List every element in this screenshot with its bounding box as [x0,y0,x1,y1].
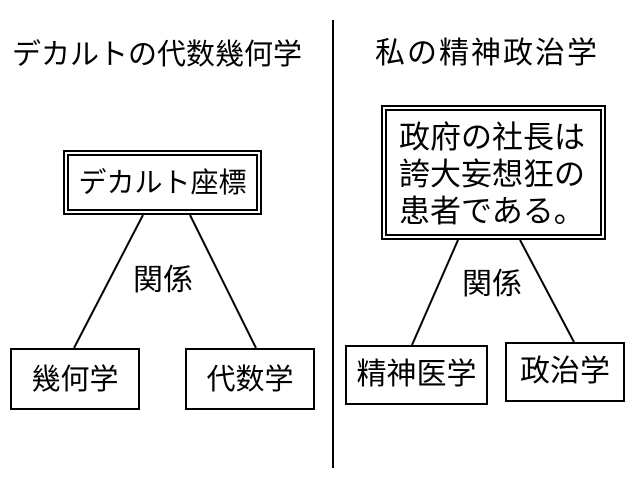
left-connector-to-algebra [189,214,257,349]
right-root-box: 政府の社長は 誇大妄想狂の 患者である。 [381,105,606,240]
right-root-line-2: 誇大妄想狂の [399,157,585,193]
right-child-box-psychiatry: 精神医学 [345,345,488,405]
left-child-label-geometry: 幾何学 [31,361,119,396]
right-root-line-1: 政府の社長は [399,120,585,156]
right-child-box-politics: 政治学 [505,342,625,402]
right-child-label-psychiatry: 精神医学 [356,357,477,392]
right-root-line-3: 患者である。 [399,194,585,230]
left-root-box: デカルト座標 [63,150,262,215]
right-child-label-politics: 政治学 [520,354,610,389]
left-child-box-algebra: 代数学 [185,348,315,410]
left-relation-label: 関係 [133,263,193,298]
left-child-label-algebra: 代数学 [206,361,294,396]
right-connector-to-psychiatry [411,239,459,346]
right-connector-to-politics [519,239,575,343]
left-title: デカルトの代数幾何学 [12,37,303,71]
left-connector-to-geometry [73,214,144,349]
right-title: 私の精神政治学 [375,36,599,71]
left-root-label: デカルト座標 [78,165,247,199]
left-child-box-geometry: 幾何学 [10,348,140,410]
right-relation-label: 関係 [462,267,522,302]
